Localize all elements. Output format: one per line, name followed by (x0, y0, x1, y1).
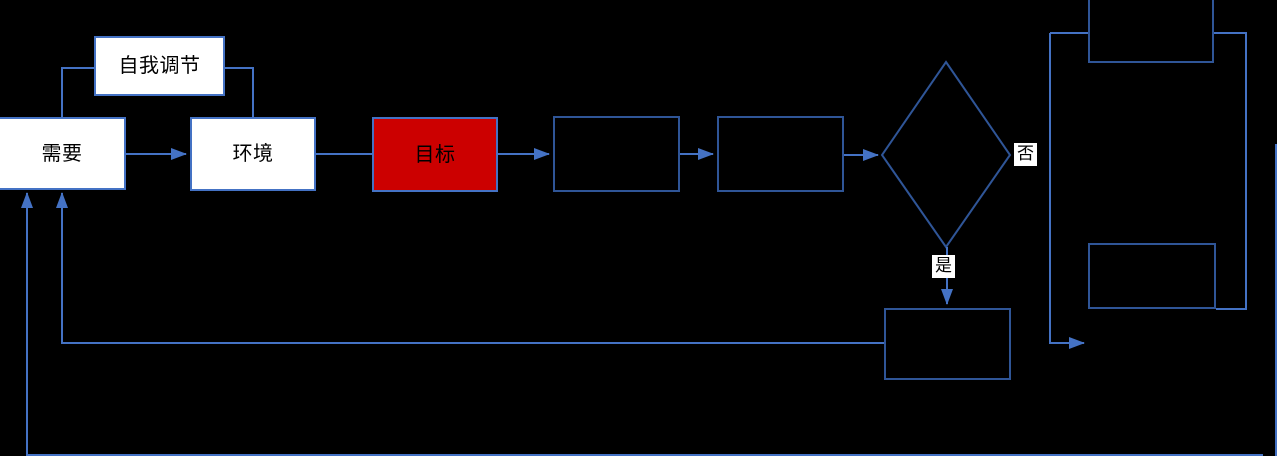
edge-decision-no-riser (1049, 33, 1085, 349)
node-blank-bottom[interactable] (884, 308, 1011, 380)
node-need-label: 需要 (41, 142, 83, 165)
edge-topright-right-down (1213, 32, 1247, 310)
edge-outer-bottom-return-to-need (21, 192, 1263, 456)
edge-bottombox-return-to-need (56, 192, 884, 344)
edge-label-yes: 是 (932, 255, 955, 278)
edge-label-no: 否 (1014, 143, 1037, 166)
node-blank-1[interactable] (553, 116, 680, 192)
node-goal[interactable]: 目标 (372, 117, 498, 192)
node-environment[interactable]: 环境 (190, 117, 316, 191)
node-self-regulation[interactable]: 自我调节 (94, 36, 225, 96)
node-blank-top-right[interactable] (1088, 0, 1214, 63)
node-blank-2[interactable] (717, 116, 844, 192)
node-environment-label: 环境 (232, 143, 274, 165)
node-self-regulation-label: 自我调节 (118, 55, 201, 77)
node-blank-lower-right[interactable] (1088, 243, 1216, 309)
edge-selfregulation-to-environment (225, 67, 254, 117)
edge-selfregulation-to-need (61, 67, 94, 117)
node-goal-label: 目标 (414, 143, 456, 166)
node-need[interactable]: 需要 (0, 117, 126, 190)
edge-label-yes-text: 是 (935, 256, 952, 275)
decision-diamond-shape (880, 60, 1012, 249)
edge-label-no-text: 否 (1017, 144, 1034, 163)
